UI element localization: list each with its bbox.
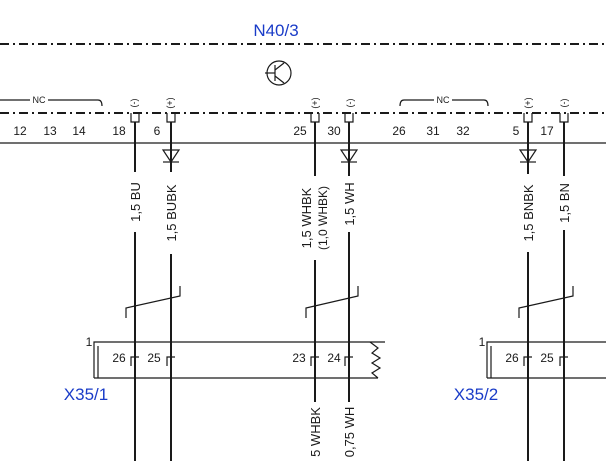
pin-number: 30	[327, 124, 341, 138]
pin-number: 31	[426, 124, 440, 138]
polarity-pos: (+)	[523, 97, 533, 108]
wire-label-6: 1,5 BUBK	[164, 184, 179, 241]
diode-icon	[518, 149, 538, 164]
wire-label-25b: (1,0 WHBK)	[316, 186, 330, 250]
pin-number: 14	[72, 124, 86, 138]
connector-label-x35-2: X35/2	[454, 385, 498, 404]
pin-number: 6	[154, 124, 161, 138]
nc-bracket-right: NC	[399, 95, 489, 107]
polarity-neg: (-)	[345, 99, 355, 108]
pin-number: 5	[513, 124, 520, 138]
wire-label-5: 1,5 BNBK	[521, 184, 536, 241]
connector-pin-one: 1	[86, 335, 93, 349]
lower-pin-number: 26	[112, 351, 126, 365]
nc-label-right: NC	[437, 95, 450, 105]
pin-number: 13	[43, 124, 57, 138]
pin-number: 32	[456, 124, 470, 138]
wire-label-25: 1,5 WHBK	[299, 187, 314, 248]
lower-pin-stubs	[130, 356, 568, 366]
polarity-neg: (-)	[559, 99, 569, 108]
connector-x35-1: 1	[86, 335, 385, 379]
lower-pin-number: 25	[147, 351, 161, 365]
pin-number: 17	[540, 124, 554, 138]
wire-label-24-lower: 0,75 WH	[342, 407, 357, 458]
transistor-icon	[265, 60, 292, 86]
connector-label-x35-1: X35/1	[64, 385, 108, 404]
pin-number: 12	[13, 124, 27, 138]
diode-icon	[161, 149, 181, 164]
lower-pin-number: 23	[292, 351, 306, 365]
lower-pin-number: 26	[505, 351, 519, 365]
lower-pin-number: 24	[327, 351, 341, 365]
pin-stubs	[130, 113, 569, 123]
lower-pin-number: 25	[540, 351, 554, 365]
twist-indicator	[125, 286, 574, 318]
nc-label-left: NC	[33, 95, 46, 105]
module-label: N40/3	[253, 21, 298, 40]
pin-number: 25	[293, 124, 307, 138]
wire-label-30: 1,5 WH	[342, 182, 357, 225]
connector-pin-one: 1	[479, 335, 486, 349]
polarity-pos: (+)	[165, 97, 175, 108]
wire-label-23-lower: 5 WHBK	[308, 407, 323, 457]
polarity-neg: (-)	[129, 99, 139, 108]
polarity-pos: (+)	[310, 97, 320, 108]
wire-label-17: 1,5 BN	[557, 183, 572, 223]
pin-number: 18	[112, 124, 126, 138]
nc-bracket-left: NC	[0, 95, 103, 107]
pin-number: 26	[392, 124, 406, 138]
wire-label-18: 1,5 BU	[128, 182, 143, 222]
diode-icon	[339, 149, 359, 164]
connector-x35-2: 1	[479, 335, 606, 379]
